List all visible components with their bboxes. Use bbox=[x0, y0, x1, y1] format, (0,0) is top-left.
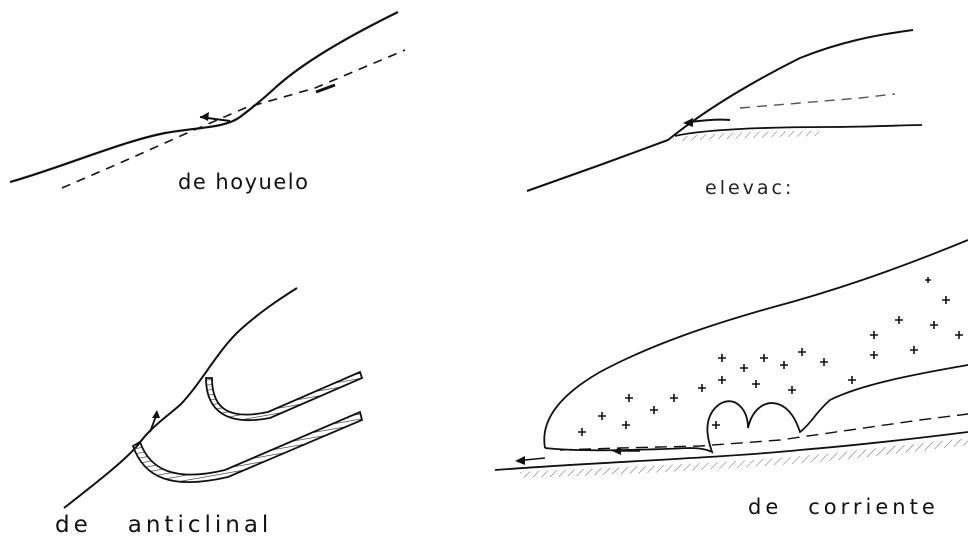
panel-anticlinal bbox=[64, 288, 362, 508]
lower-fold-band bbox=[133, 412, 362, 482]
label-elevada: elevac: bbox=[705, 177, 794, 199]
label-anticlinal-word: anticlinal bbox=[128, 512, 273, 538]
label-corriente-de: de bbox=[748, 495, 782, 519]
panel-elevada bbox=[527, 30, 922, 191]
hatched-base-corriente bbox=[520, 438, 968, 478]
panel-hoyuelo bbox=[10, 12, 405, 188]
ground-profile-hoyuelo bbox=[10, 12, 398, 182]
dashed-profile-elevada bbox=[740, 94, 895, 108]
panel-corriente bbox=[495, 240, 968, 478]
flow-envelope bbox=[544, 240, 968, 448]
plus-markers bbox=[578, 277, 963, 436]
arrow-anticlinal bbox=[150, 416, 156, 432]
label-corriente: de corriente bbox=[748, 495, 939, 519]
upper-fold-band bbox=[206, 372, 362, 420]
dashed-profile-hoyuelo bbox=[62, 50, 405, 188]
label-corriente-word: corriente bbox=[808, 495, 939, 519]
label-anticlinal-de: de bbox=[55, 512, 92, 538]
label-anticlinal: de anticlinal bbox=[55, 512, 272, 538]
dashed-basal-corriente bbox=[560, 414, 968, 450]
ground-profile-elevada bbox=[527, 30, 913, 191]
label-hoyuelo: de hoyuelo bbox=[178, 170, 309, 194]
